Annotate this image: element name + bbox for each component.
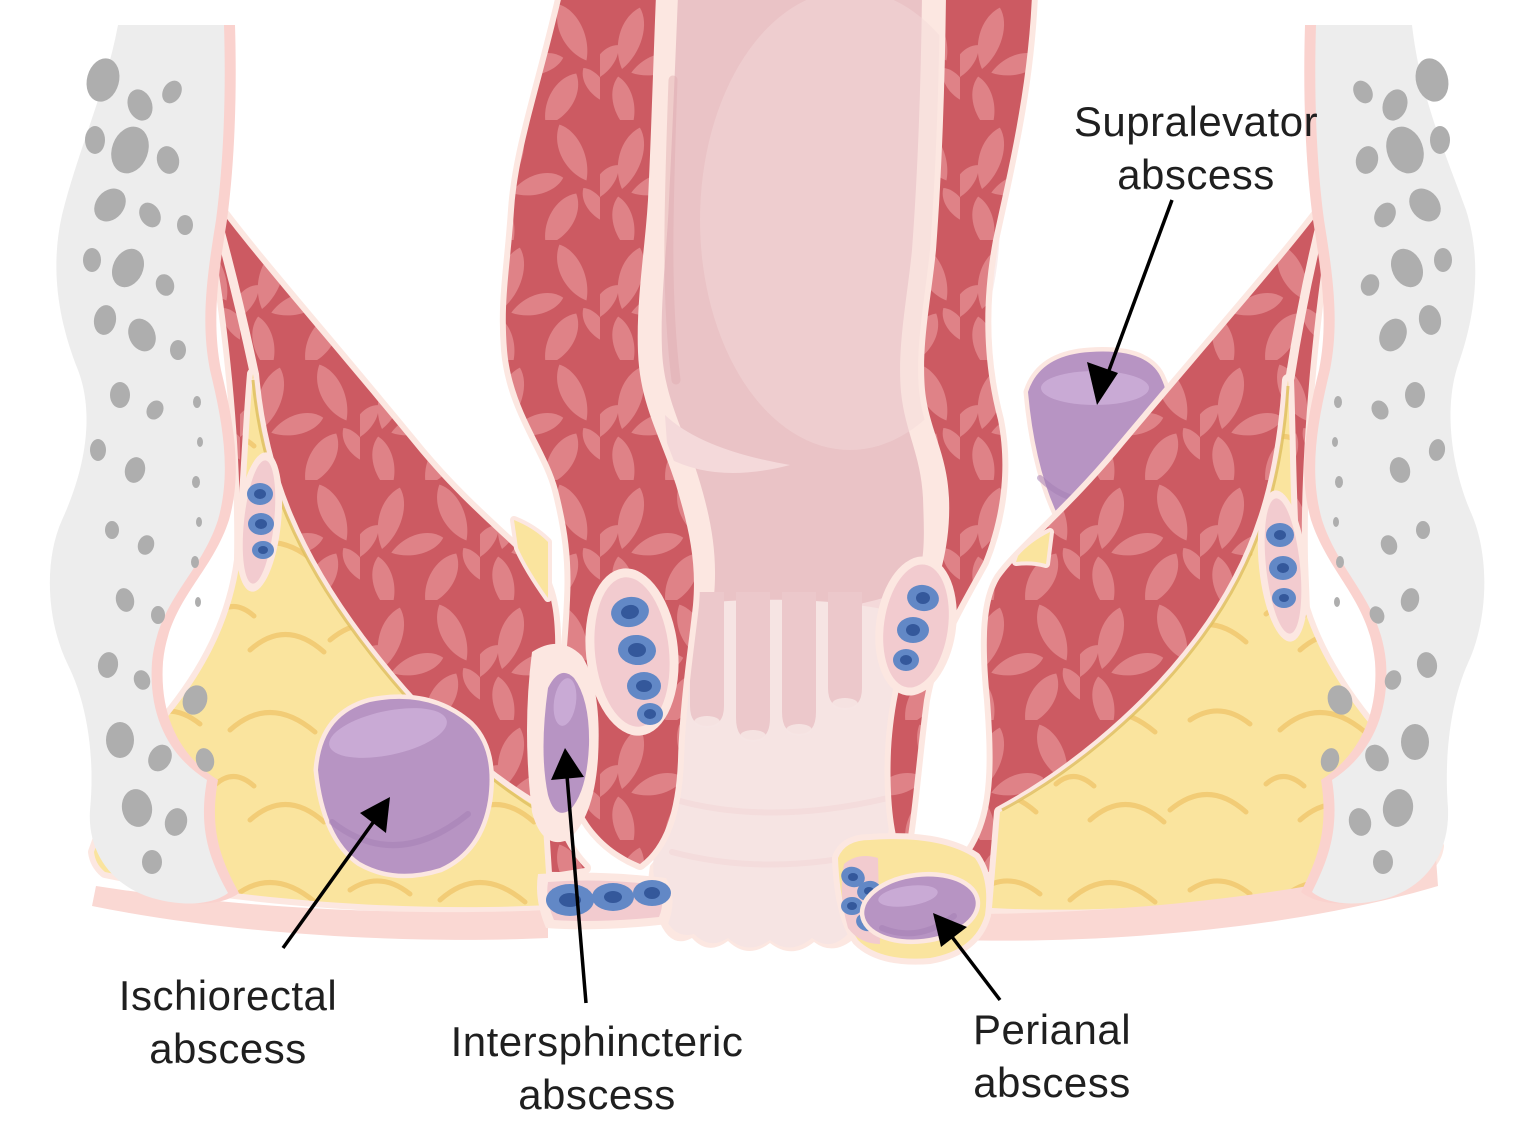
fat-sliver-right [1012, 528, 1054, 568]
fat-sliver-left [510, 516, 552, 602]
pudendal-vessels-left [235, 452, 283, 592]
pelvic-bone-left [49, 25, 239, 904]
perianal-region [832, 833, 993, 965]
bone-trabeculae-left [83, 58, 215, 874]
bone-trabeculae-right [1320, 58, 1452, 874]
anal-columns [690, 592, 862, 742]
perianal-abscess [859, 871, 981, 945]
label-supralevator-abscess: Supralevator abscess [1073, 98, 1319, 198]
arrow-intersphincteric [551, 748, 588, 1004]
inferior-vessel-strip [537, 872, 673, 930]
label-ischiorectal-abscess: Ischiorectal abscess [118, 972, 338, 1072]
rectal-lumen [661, 0, 924, 662]
label-intersphincteric-abscess: Intersphincteric abscess [450, 1018, 744, 1118]
annotation-arrows [281, 199, 1174, 1004]
ischiorectal-abscess [313, 694, 495, 879]
arrow-ischiorectal [281, 797, 390, 950]
hemorrhoidal-plexus-left [585, 568, 679, 736]
rectal-fold-upper [665, 415, 790, 474]
intersphincteric-abscess [540, 669, 593, 817]
label-perianal-abscess: Perianal abscess [972, 1006, 1132, 1106]
arrow-perianal [933, 913, 1002, 1002]
lumen-shading [664, 75, 681, 385]
hemorrhoidal-plexus-right [875, 556, 957, 696]
perianal-skin-left [92, 886, 548, 940]
pelvic-bone-right [1301, 25, 1485, 904]
arrow-supralevator [1087, 199, 1174, 405]
perianal-skin-right [878, 858, 1438, 941]
anal-verge-wave [673, 795, 891, 816]
pudendal-vessels-right [1257, 490, 1309, 642]
